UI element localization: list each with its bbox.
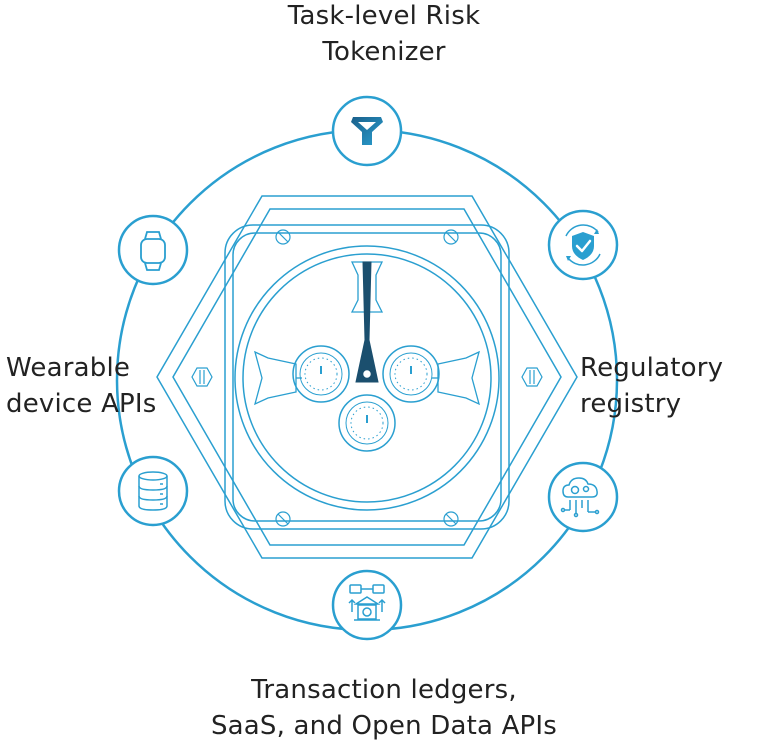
pipes [254,261,480,406]
side-nut-right [521,367,543,387]
node-top [331,95,403,167]
cloud-gear-circuit-icon [560,477,600,518]
gauge-left [292,345,350,403]
dial-ring-outer [234,245,500,511]
outer-square [224,224,510,530]
outer-hexagon [156,195,578,559]
gauge-needle [355,261,379,383]
node-upper-right [547,209,619,281]
label-right-line1: Regulatory [580,353,724,383]
label-bottom-line1: Transaction ledgers, [251,675,517,705]
dial-ring-inner [242,253,492,503]
node-bottom [331,569,403,641]
label-transaction-ledgers: Transaction ledgers, SaaS, and Open Data… [134,672,634,744]
label-wearable-device-apis: Wearable device APIs [6,350,157,422]
label-right-line2: registry [580,389,682,419]
central-gauge-emblem [156,195,578,559]
bolt [275,229,459,527]
shield-check-icon [565,224,601,266]
label-top-line2: Tokenizer [322,37,446,67]
label-left-line2: device APIs [6,389,157,419]
funnel-y-logo-icon [351,117,383,145]
label-top-line1: Task-level Risk [287,1,481,31]
side-nut-left [191,367,213,387]
smartwatch-icon [140,231,166,271]
inner-hexagon [172,208,562,546]
inner-square [232,232,502,522]
label-task-level-risk-tokenizer: Task-level Risk Tokenizer [234,0,534,70]
node-lower-right [547,461,619,533]
gauge-right [382,345,440,403]
label-bottom-line2: SaaS, and Open Data APIs [210,711,558,741]
bank-transfer-icon [348,584,386,621]
label-left-line1: Wearable [6,353,131,383]
label-regulatory-registry: Regulatory registry [580,350,723,422]
gauge-bottom [338,394,396,452]
node-lower-left [117,455,189,527]
database-icon [138,471,168,511]
node-upper-left [117,214,189,286]
